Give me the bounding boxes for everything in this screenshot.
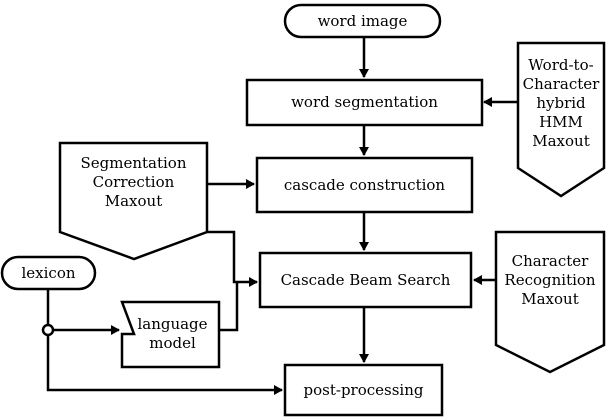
node-segmentation-correction-maxout: Segmentation Correction Maxout (80, 153, 187, 210)
junction-dot (41, 323, 55, 337)
node-cascade-construction: cascade construction (283, 175, 446, 194)
cascade-construction-shape (255, 156, 474, 214)
node-character-recognition-maxout: Character Recognition Maxout (504, 251, 596, 308)
connector-model-to-beam (219, 282, 239, 332)
connector-correction-to-beam (207, 230, 258, 287)
word-segmentation-shape (245, 78, 484, 127)
node-lexicon: lexicon (21, 263, 76, 282)
node-language-model: language model (137, 315, 208, 352)
word-image-shape (283, 3, 442, 39)
node-word-image: word image (317, 11, 408, 30)
character-recognition-shape (494, 230, 606, 374)
node-hybrid-hmm-maxout: Word-to- Character hybrid HMM Maxout (522, 55, 600, 150)
connector-lexicon-to-postprocessing (46, 335, 283, 395)
node-word-segmentation: word segmentation (291, 93, 438, 111)
segmentation-correction-shape (58, 141, 209, 261)
node-cascade-beam-search: Cascade Beam Search (280, 270, 451, 289)
cascade-beam-search-shape (258, 251, 473, 309)
post-processing-shape (283, 363, 444, 417)
hybrid-hmm-shape (516, 41, 606, 198)
node-post-processing: post-processing (303, 380, 424, 399)
language-model-shape (120, 300, 221, 369)
